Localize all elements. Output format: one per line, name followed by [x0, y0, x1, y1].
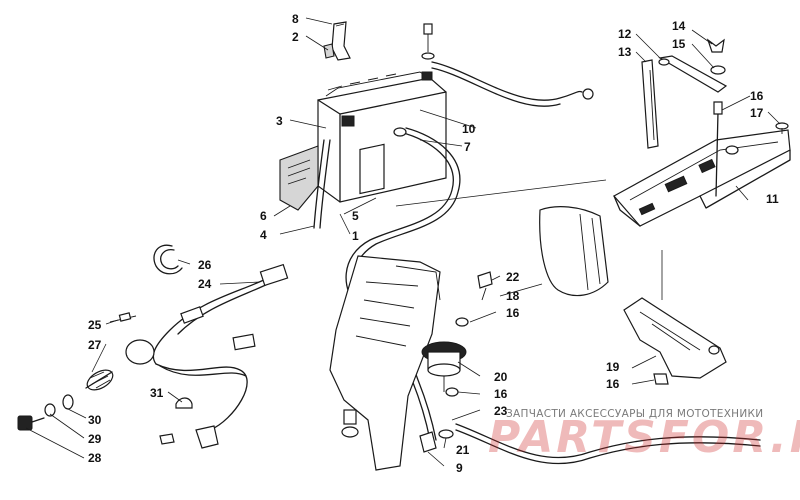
- callout-7: 7: [464, 140, 471, 154]
- callout-19: 19: [606, 360, 620, 374]
- diode: [109, 312, 137, 323]
- nut-16-lower: [445, 387, 459, 397]
- callout-20: 20: [494, 370, 508, 384]
- callout-29: 29: [88, 432, 102, 446]
- callout-15: 15: [672, 37, 686, 51]
- battery-holder: [279, 145, 319, 211]
- watermark-logo: PARTSFOR.RU: [488, 412, 800, 463]
- battery: [317, 71, 447, 203]
- callout-9: 9: [456, 461, 463, 475]
- callout-28: 28: [88, 451, 102, 465]
- callout-8: 8: [292, 12, 299, 26]
- terminal-nut: [323, 43, 335, 59]
- callout-1: 1: [352, 229, 359, 243]
- callout-6: 6: [260, 209, 267, 223]
- callout-23: 23: [494, 404, 508, 418]
- battery-cover: [539, 206, 609, 297]
- callout-22: 22: [506, 270, 520, 284]
- terminal-boot: [419, 431, 437, 453]
- bolt-22: [477, 271, 493, 301]
- callout-27: 27: [88, 338, 102, 352]
- screw: [775, 122, 789, 134]
- starter-solenoid: [421, 341, 467, 392]
- ignition-key: [17, 415, 45, 431]
- wire-clip: [153, 244, 183, 275]
- washer: [710, 65, 726, 75]
- callout-30: 30: [88, 413, 102, 427]
- callout-3: 3: [276, 114, 283, 128]
- callout-26: 26: [198, 258, 212, 272]
- terminal-bolt: [421, 23, 435, 60]
- rear-bracket: [623, 297, 727, 379]
- ignition-switch: [85, 339, 155, 391]
- switch-nut: [44, 403, 56, 417]
- callout-14: 14: [672, 19, 686, 33]
- callout-16-top: 16: [750, 89, 764, 103]
- watermark-text: ЗАПЧАСТИ АКСЕССУАРЫ ДЛЯ МОТОТЕХНИКИ: [506, 408, 764, 420]
- callout-18: 18: [506, 289, 520, 303]
- leader-lines: [25, 17, 781, 467]
- callout-31: 31: [150, 386, 164, 400]
- callout-2: 2: [292, 30, 299, 44]
- nut-16-center: [455, 317, 469, 327]
- nut-16-rear: [653, 373, 669, 385]
- starter-cable: [455, 423, 761, 459]
- callout-13: 13: [618, 45, 632, 59]
- wing-nut: [706, 38, 725, 53]
- vent-tube: [319, 139, 331, 229]
- nut-21: [438, 429, 454, 439]
- callout-21: 21: [456, 443, 470, 457]
- callout-labels: 8 2 3 6 4 5 1 10 7 12 13 14 15 16 17 11 …: [88, 12, 779, 475]
- callout-11: 11: [766, 192, 779, 206]
- callout-10: 10: [462, 122, 476, 136]
- hold-down-strap: [658, 55, 728, 93]
- callout-16-rear: 16: [606, 377, 620, 391]
- mounting-frame: [329, 255, 441, 471]
- callout-24: 24: [198, 277, 212, 291]
- tray-rod: [715, 111, 719, 197]
- switch-washer: [62, 394, 74, 410]
- wiring-harness: [152, 263, 289, 449]
- negative-cable: [431, 61, 583, 101]
- callout-12: 12: [618, 27, 632, 41]
- callout-4: 4: [260, 228, 267, 242]
- battery-tray: [613, 129, 791, 227]
- callout-5: 5: [352, 209, 359, 223]
- terminal-cap: [331, 21, 351, 61]
- callout-16-lower: 16: [494, 387, 508, 401]
- callout-16-center: 16: [506, 306, 520, 320]
- tray-bracket: [641, 59, 659, 149]
- callout-25: 25: [88, 318, 102, 332]
- callout-17: 17: [750, 106, 764, 120]
